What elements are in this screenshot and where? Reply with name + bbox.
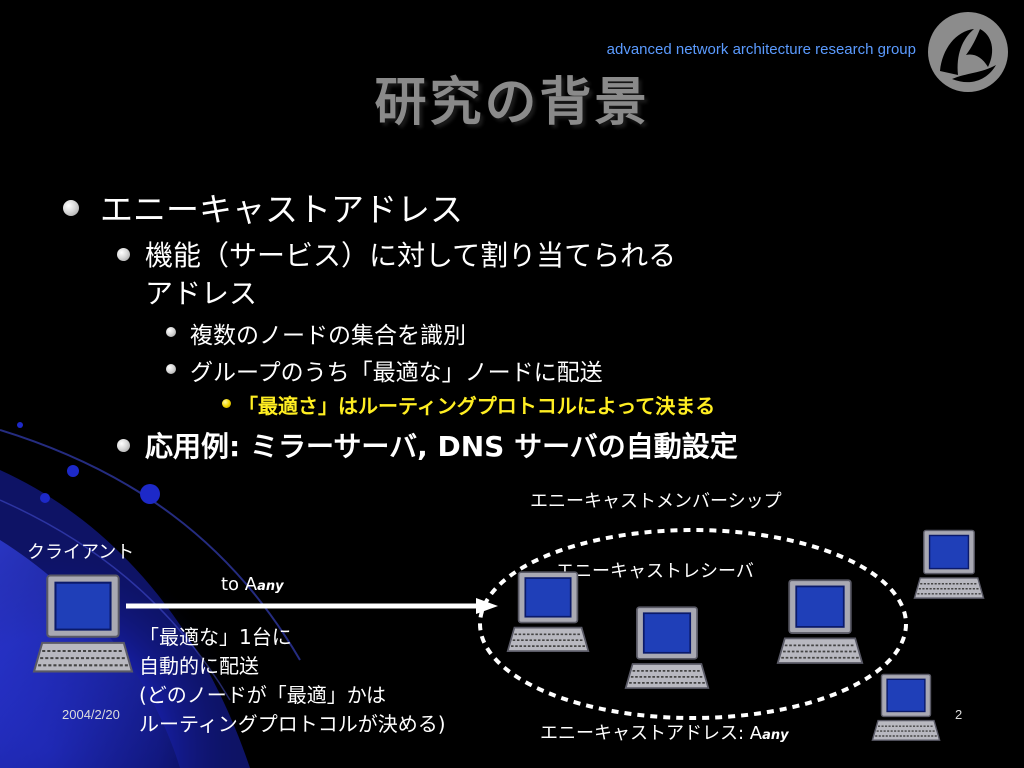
bullet-dot-icon: [117, 439, 130, 452]
bullet-assigned-to-function: 機能（サービス）に対して割り当てられる: [145, 239, 677, 272]
delivery-note: 「最適な」1台に 自動的に配送 (どのノードが「最適」かは ルーティングプロトコ…: [139, 623, 446, 739]
bullet-dot-icon: [222, 399, 231, 408]
address-label-sub: any: [762, 728, 789, 743]
outside-computer-icon-1: [913, 529, 985, 599]
membership-label: エニーキャストメンバーシップ: [530, 491, 782, 512]
bullet-identify-node-set: 複数のノードの集合を識別: [190, 323, 466, 349]
delivery-arrow-head: [476, 598, 498, 614]
bullet-dot-icon: [166, 364, 176, 374]
outside-computer-icon-2: [871, 673, 941, 741]
receiver-computer-icon-3: [776, 579, 864, 664]
note-line-4: ルーティングプロトコルが決める): [139, 712, 446, 736]
anycast-address-label: エニーキャストアドレス: Aany: [540, 719, 789, 745]
bullet-dot-icon: [63, 200, 79, 216]
bullet-anycast-address: エニーキャストアドレス: [100, 190, 463, 229]
note-line-3: (どのノードが「最適」かは: [139, 683, 387, 707]
arrow-label-sub: any: [257, 579, 284, 594]
client-computer-icon: [32, 574, 134, 673]
bullet-application-examples: 応用例: ミラーサーバ, DNS サーバの自動設定: [145, 430, 738, 463]
bullet-dot-icon: [117, 248, 130, 261]
note-line-2: 自動的に配送: [139, 654, 259, 678]
page-number: 2: [955, 707, 963, 722]
membership-ellipse: [478, 528, 908, 720]
org-name: advanced network architecture research g…: [606, 41, 916, 58]
receiver-label: エニーキャストレシーバ: [556, 561, 754, 582]
group-logo-icon: [928, 12, 1008, 92]
bullet-routing-determines: 「最適さ」はルーティングプロトコルによって決まる: [238, 394, 716, 418]
receiver-computer-icon-1: [506, 571, 590, 652]
page-title: 研究の背景: [374, 73, 650, 133]
address-label-prefix: エニーキャストアドレス: A: [540, 723, 763, 744]
bullet-dot-icon: [166, 327, 176, 337]
bullet-assigned-to-function-cont: アドレス: [145, 277, 258, 310]
footer-date: 2004/2/20: [62, 707, 120, 722]
receiver-computer-icon-2: [624, 606, 710, 689]
arrow-label-prefix: to A: [221, 574, 258, 595]
arrow-label: to Aany: [221, 574, 284, 595]
bullet-deliver-to-optimal: グループのうち「最適な」ノードに配送: [190, 360, 603, 386]
client-label: クライアント: [27, 542, 135, 563]
note-line-1: 「最適な」1台に: [139, 625, 292, 649]
